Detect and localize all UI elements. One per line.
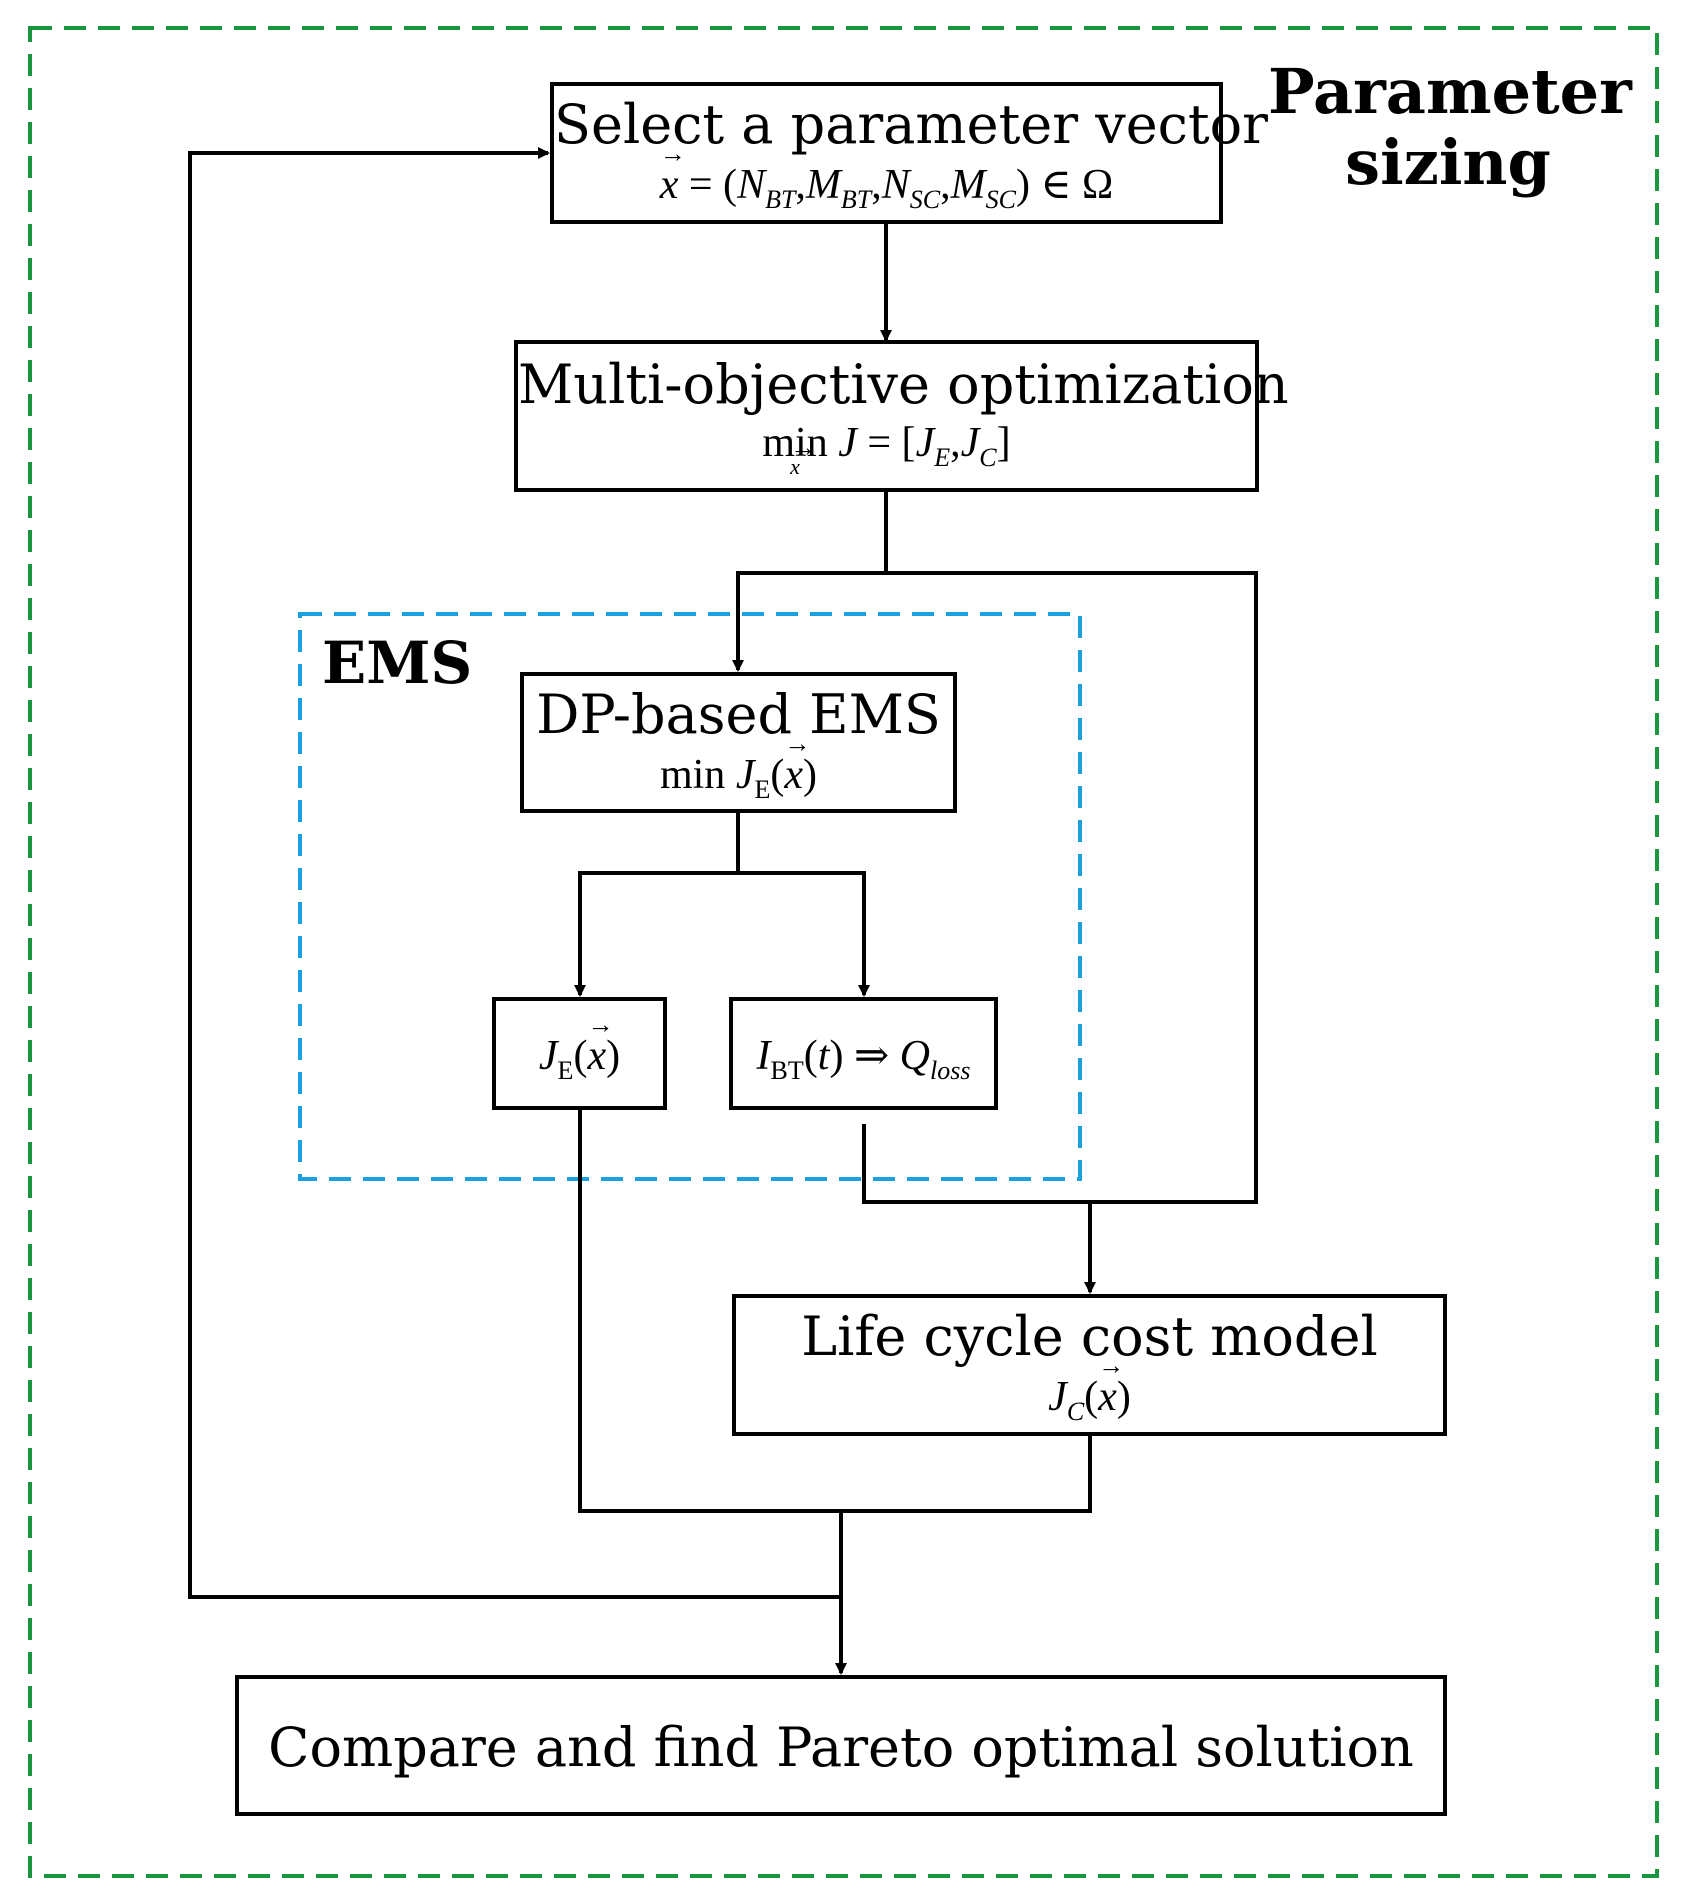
dp-ems-title: DP-based EMS — [536, 683, 941, 746]
parameter-vector-formula: x = (NBT,MBT,NSC,MSC) ∈ Ω — [554, 138, 1219, 215]
battery-loss-formula: IBT(t) ⇒ Qloss — [756, 1033, 971, 1085]
connector-multi-split — [862, 492, 1258, 1204]
dp-ems-box: DP-based EMS min JE(x) — [520, 672, 957, 813]
connector-dp-split — [574, 813, 740, 997]
energy-cost-box: JE(x) — [492, 997, 667, 1110]
select-parameter-box: Select a parameter vector x = (NBT,MBT,N… — [550, 82, 1268, 224]
parameter-sizing-frame — [28, 26, 1659, 1878]
ems-label: EMS — [322, 629, 473, 697]
parameter-sizing-label: Parameter sizing — [1268, 55, 1632, 200]
arrow-dp-to-ibt — [738, 871, 870, 997]
life-cycle-cost-title: Life cycle cost model — [801, 1305, 1378, 1368]
arrow-multi-to-dp — [732, 571, 886, 672]
feedback-loop — [188, 147, 841, 1599]
pareto-box: Compare and find Pareto optimal solution — [235, 1675, 1447, 1816]
pareto-title: Compare and find Pareto optimal solution — [268, 1716, 1414, 1779]
life-cycle-cost-box: Life cycle cost model JC(x) — [732, 1294, 1447, 1436]
parameter-sizing-label-line2: sizing — [1345, 126, 1551, 200]
dp-ems-formula: min JE(x) — [524, 728, 953, 805]
multi-objective-title: Multi-objective optimization — [518, 353, 1289, 416]
parameter-sizing-label-line1: Parameter — [1268, 55, 1632, 128]
ems-frame — [298, 612, 1082, 1181]
connector-je-down — [578, 1110, 1092, 1513]
multi-objective-box: Multi-objective optimization minx J = [J… — [514, 340, 1289, 492]
multi-objective-formula: minx J = [JE,JC] — [518, 418, 1255, 479]
select-parameter-title: Select a parameter vector — [554, 93, 1268, 156]
life-cycle-cost-formula: JC(x) — [736, 1350, 1443, 1427]
battery-loss-box: IBT(t) ⇒ Qloss — [729, 997, 998, 1110]
energy-cost-formula: JE(x) — [496, 1009, 663, 1086]
